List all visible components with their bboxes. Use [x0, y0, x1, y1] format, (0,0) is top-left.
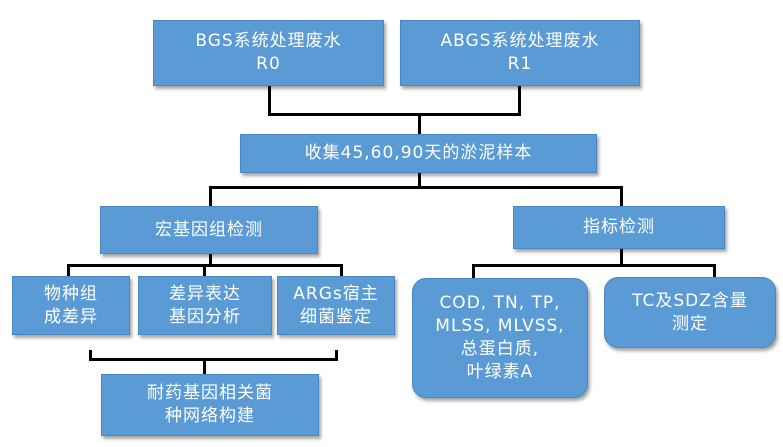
r0-title: BGS系统处理废水 — [195, 31, 342, 52]
tc-box: TC及SDZ含量 测定 — [604, 277, 776, 348]
sample-box: 收集45,60,90天的淤泥样本 — [240, 134, 597, 173]
connector-to-args-host — [340, 264, 343, 276]
r1-box: ABGS系统处理废水 R1 — [400, 20, 640, 86]
network-line2: 种网络构建 — [165, 406, 255, 426]
expression-line1: 差异表达 — [169, 283, 241, 304]
connector-bottom-horizontal — [89, 358, 338, 361]
sample-label: 收集45,60,90天的淤泥样本 — [304, 143, 533, 164]
connector-metagenome-down — [209, 254, 212, 267]
connector-to-species — [67, 264, 70, 276]
connector-bottom-right-tick — [335, 350, 338, 361]
connector-to-network — [203, 358, 206, 374]
metagenome-box: 宏基因组检测 — [100, 206, 318, 254]
metagenome-label: 宏基因组检测 — [155, 219, 263, 240]
connector-to-expression — [203, 264, 206, 276]
water-line4: 叶绿素A — [466, 361, 534, 382]
connector-split-horizontal — [209, 186, 623, 189]
connector-indicators-children — [472, 264, 716, 267]
expression-box: 差异表达 基因分析 — [138, 276, 272, 335]
species-box: 物种组 成差异 — [12, 276, 130, 335]
water-line3: 总蛋白质, — [460, 339, 540, 359]
connector-to-metagenome — [209, 186, 212, 206]
network-box: 耐药基因相关菌 种网络构建 — [101, 374, 319, 436]
tc-line2: 测定 — [672, 313, 708, 334]
expression-line2: 基因分析 — [169, 306, 241, 327]
args-host-line2: 细菌鉴定 — [300, 306, 372, 327]
connector-to-sample — [418, 113, 421, 134]
water-line2: MLSS, MLVSS, — [435, 316, 565, 337]
water-quality-box: COD, TN, TP, MLSS, MLVSS, 总蛋白质, 叶绿素A — [412, 278, 588, 398]
r0-box: BGS系统处理废水 R0 — [153, 20, 384, 86]
species-line1: 物种组 — [44, 283, 98, 304]
indicators-label: 指标检测 — [583, 217, 655, 238]
connector-indicators-down — [620, 249, 623, 267]
connector-r1-down — [518, 86, 521, 116]
connector-to-tc — [713, 264, 716, 277]
r0-code: R0 — [256, 54, 281, 74]
args-host-line1: ARGs宿主 — [293, 283, 379, 304]
connector-r0-down — [268, 86, 271, 116]
water-line1: COD, TN, TP, — [439, 293, 561, 314]
species-line2: 成差异 — [44, 306, 98, 327]
connector-bottom-left-tick — [89, 350, 92, 361]
connector-to-indicators — [620, 186, 623, 206]
connector-top-horizontal — [268, 113, 521, 116]
r1-title: ABGS系统处理废水 — [440, 31, 600, 52]
connector-to-water — [472, 264, 475, 278]
indicators-box: 指标检测 — [513, 206, 725, 249]
network-line1: 耐药基因相关菌 — [147, 383, 273, 404]
tc-line1: TC及SDZ含量 — [632, 290, 748, 311]
connector-sample-down — [418, 173, 421, 189]
r1-code: R1 — [507, 54, 533, 74]
args-host-box: ARGs宿主 细菌鉴定 — [277, 276, 395, 335]
